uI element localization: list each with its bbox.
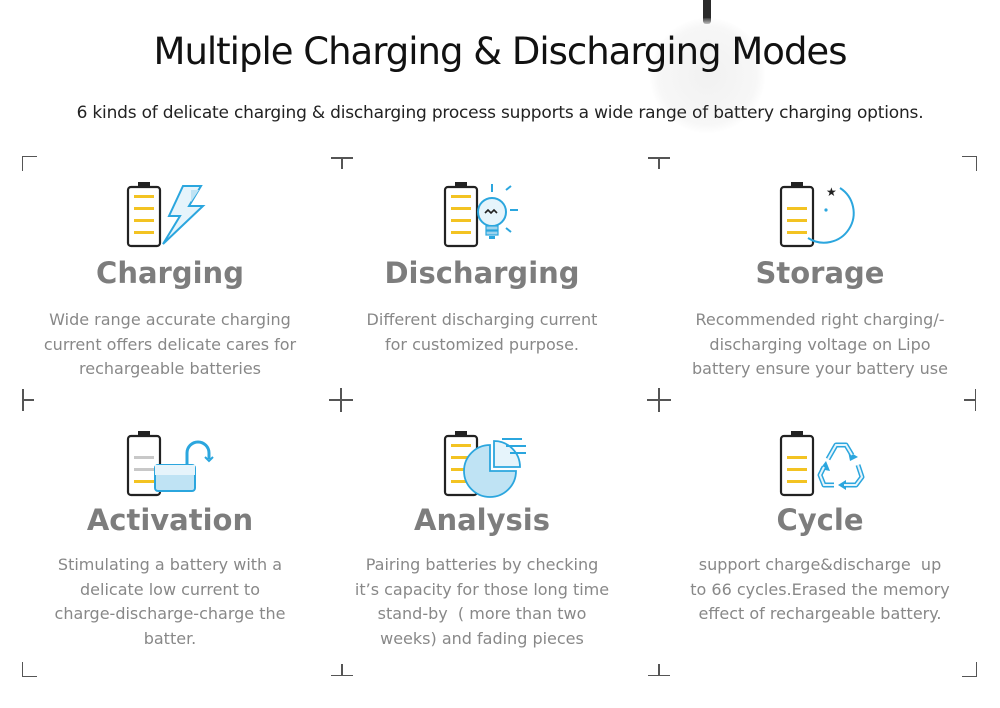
mode-title: Analysis — [414, 503, 550, 537]
battery-lock-icon — [125, 429, 235, 499]
description-line: discharging voltage on Lipo — [709, 334, 931, 354]
grid-mark — [22, 389, 34, 411]
description-line: battery ensure your battery use — [692, 359, 948, 378]
grid-mark — [964, 389, 976, 411]
mode-title: Cycle — [776, 503, 864, 537]
page-subtitle: 6 kinds of delicate charging & dischargi… — [76, 103, 924, 123]
grid-cross — [647, 388, 671, 412]
description-line: stand-by ( more than two — [377, 604, 587, 623]
battery-recycle-icon — [778, 429, 888, 499]
corner-mark — [22, 156, 37, 171]
battery-lightbulb-icon — [442, 180, 552, 250]
grid-cross — [329, 388, 353, 412]
mode-title: Storage — [755, 256, 885, 290]
mode-description: support charge&discharge up to 66 cycles… — [670, 553, 970, 627]
grid-mark — [331, 157, 353, 169]
mode-description: Wide range accurate charging current off… — [20, 308, 320, 382]
description-line: it’s capacity for those long time — [354, 579, 610, 599]
description-line: weeks) and fading pieces — [380, 628, 584, 648]
description-line: batter. — [143, 628, 197, 648]
mode-description: Recommended right charging/- discharging… — [670, 308, 970, 382]
corner-mark — [962, 662, 977, 677]
description-line: charge-discharge-charge the — [54, 604, 286, 623]
description-line: to 66 cycles.Erased the memory — [690, 579, 950, 599]
background-glow — [650, 18, 765, 133]
page-title: Multiple Charging & Discharging Modes — [153, 30, 848, 73]
mode-title: Charging — [96, 256, 244, 290]
description-line: Wide range accurate charging — [49, 310, 291, 329]
mode-description: Pairing batteries by checking it’s capac… — [332, 553, 632, 651]
description-line: Different discharging current — [366, 310, 598, 329]
description-line: rechargeable batteries — [79, 359, 261, 378]
description-line: effect of rechargeable battery. — [698, 604, 942, 623]
description-line: Pairing batteries by checking — [365, 555, 599, 574]
mode-description: Stimulating a battery with a delicate lo… — [20, 553, 320, 651]
grid-mark — [648, 664, 670, 676]
description-line: for customized purpose. — [384, 334, 580, 354]
grid-mark — [331, 664, 353, 676]
mode-title: Activation — [86, 503, 254, 537]
description-line: delicate low current to — [80, 579, 260, 599]
description-line: Recommended right charging/- — [695, 310, 945, 329]
mode-title: Discharging — [384, 256, 580, 290]
battery-moon-icon: ★ — [778, 180, 888, 250]
mode-description: Different discharging current for custom… — [332, 308, 632, 357]
corner-mark — [22, 662, 37, 677]
battery-chart-icon — [442, 429, 552, 499]
description-line: Stimulating a battery with a — [57, 555, 283, 574]
description-line: current offers delicate cares for — [43, 334, 297, 354]
description-line: support charge&discharge up — [698, 555, 942, 574]
usb-cable — [703, 0, 711, 24]
grid-mark — [648, 157, 670, 169]
corner-mark — [962, 156, 977, 171]
svg-text:★: ★ — [826, 185, 837, 199]
battery-lightning-icon — [125, 180, 235, 250]
